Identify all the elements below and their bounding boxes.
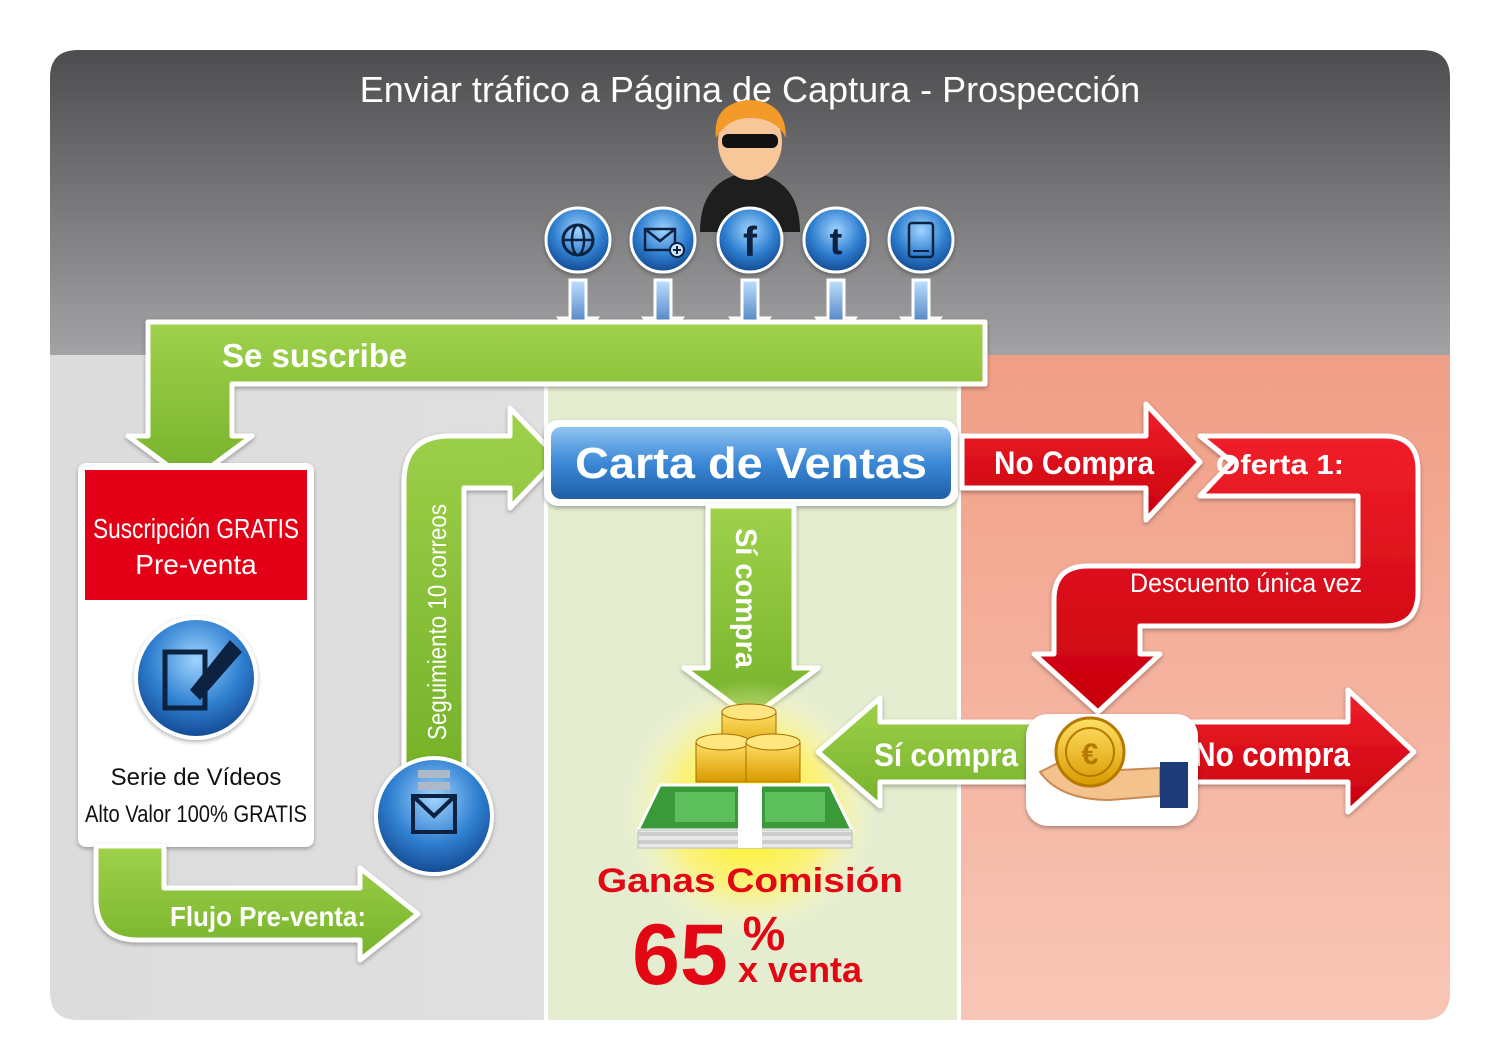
traffic-sources: f t xyxy=(544,206,955,274)
percent-sign: % xyxy=(743,908,786,961)
no-buy-right-arrow xyxy=(1173,687,1417,815)
followup-label: Seguimiento 10 correos xyxy=(422,504,452,740)
right-panel xyxy=(960,355,1450,1020)
subscribe-label: Se suscribe xyxy=(222,337,407,374)
svg-text:€: € xyxy=(1082,738,1099,771)
discount-label: Descuento única vez xyxy=(1130,568,1362,598)
coin-stack-icon xyxy=(695,703,801,783)
facebook-icon: f xyxy=(716,206,784,274)
yes-buy-down-label: Sí compra xyxy=(729,528,762,668)
sales-letter-label: Carta de Ventas xyxy=(575,439,927,488)
preventa-flow-arrow xyxy=(93,843,421,963)
no-buy-final-label: No compra xyxy=(1194,736,1351,774)
followup-arrow xyxy=(401,405,561,771)
preventa-flow-label: Flujo Pre-venta: xyxy=(170,901,366,932)
svg-text:t: t xyxy=(830,221,843,263)
globe-icon xyxy=(544,206,612,274)
commission-value: 65 xyxy=(632,907,728,1003)
no-buy-label: No Compra xyxy=(994,445,1154,481)
video-series-label: Serie de Vídeos xyxy=(111,764,282,791)
yes-buy-left-label: Sí compra xyxy=(874,737,1018,773)
subscribe-arrow xyxy=(125,319,988,485)
earn-commission-label: Ganas Comisión xyxy=(597,862,903,900)
high-value-label: Alto Valor 100% GRATIS xyxy=(85,801,307,828)
svg-text:f: f xyxy=(743,218,758,265)
twitter-icon: t xyxy=(802,206,870,274)
no-buy-offer-arrow xyxy=(959,401,1421,715)
offer-label: Oferta 1: xyxy=(1216,449,1344,480)
edit-document-icon xyxy=(134,616,258,740)
free-subscription-label: Suscripción GRATIS xyxy=(93,513,299,544)
per-sale-label: x venta xyxy=(738,949,863,990)
mobile-icon xyxy=(887,206,955,274)
avatar xyxy=(700,100,800,232)
email-icon xyxy=(374,756,494,876)
email-add-icon xyxy=(629,206,697,274)
preventa-label: Pre-venta xyxy=(135,549,257,580)
sales-letter-button[interactable] xyxy=(544,420,958,506)
money-stack-icon xyxy=(635,783,855,849)
coin-hand-icon: € xyxy=(1026,714,1198,826)
